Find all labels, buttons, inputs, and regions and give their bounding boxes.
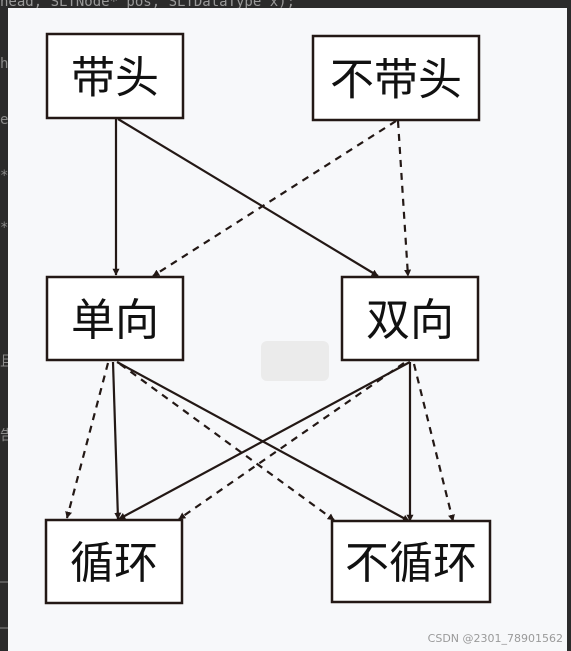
background-code-fragment: — (0, 574, 9, 590)
edge-single-to-non-circular-dashed (119, 363, 335, 521)
placeholder-block (261, 341, 329, 381)
node-without-head: 不带头 (311, 34, 481, 122)
node-label: 不循环 (345, 538, 477, 589)
node-non-circular: 不循环 (330, 519, 492, 604)
node-label: 带头 (71, 53, 159, 104)
edge-double-to-non-circular-dashed (412, 363, 455, 522)
node-circular: 循环 (44, 518, 184, 605)
node-double: 双向 (340, 275, 480, 362)
edge-double-to-circular-dashed (178, 362, 405, 520)
edge-single-to-circular-dashed (65, 362, 110, 519)
edge-double-to-circular-solid (118, 361, 411, 520)
node-label: 不带头 (330, 55, 462, 106)
node-box (340, 275, 480, 362)
edge-with-head-to-double-solid (117, 118, 379, 277)
edge-single-to-circular-solid (111, 361, 122, 520)
node-box (45, 32, 185, 120)
node-label: 循环 (70, 538, 158, 589)
background-code-fragment: * (0, 220, 9, 236)
edge-without-head-to-double-dashed (396, 120, 412, 277)
background-code-line: head, SLTNode* pos, SLTDataType x); (0, 0, 296, 10)
watermark: CSDN @2301_78901562 (427, 632, 563, 645)
node-box (44, 518, 184, 605)
node-single: 单向 (45, 275, 185, 362)
background-code-fragment: — (0, 620, 9, 636)
edge-without-head-to-single-dashed (152, 120, 397, 277)
node-label: 单向 (71, 295, 159, 346)
node-box (330, 519, 492, 604)
background-code-fragment: h (0, 56, 9, 72)
node-box (311, 34, 481, 122)
diagram-panel: 带头 不带头单向 双向循环 不循环 CSDN @2301_78901562 (8, 8, 567, 651)
background-code-fragment: * (0, 168, 9, 184)
node-with-head: 带头 (45, 32, 185, 120)
node-box (45, 275, 185, 362)
background-code-fragment: e (0, 112, 9, 128)
edges (65, 118, 455, 522)
node-label: 双向 (366, 295, 454, 346)
